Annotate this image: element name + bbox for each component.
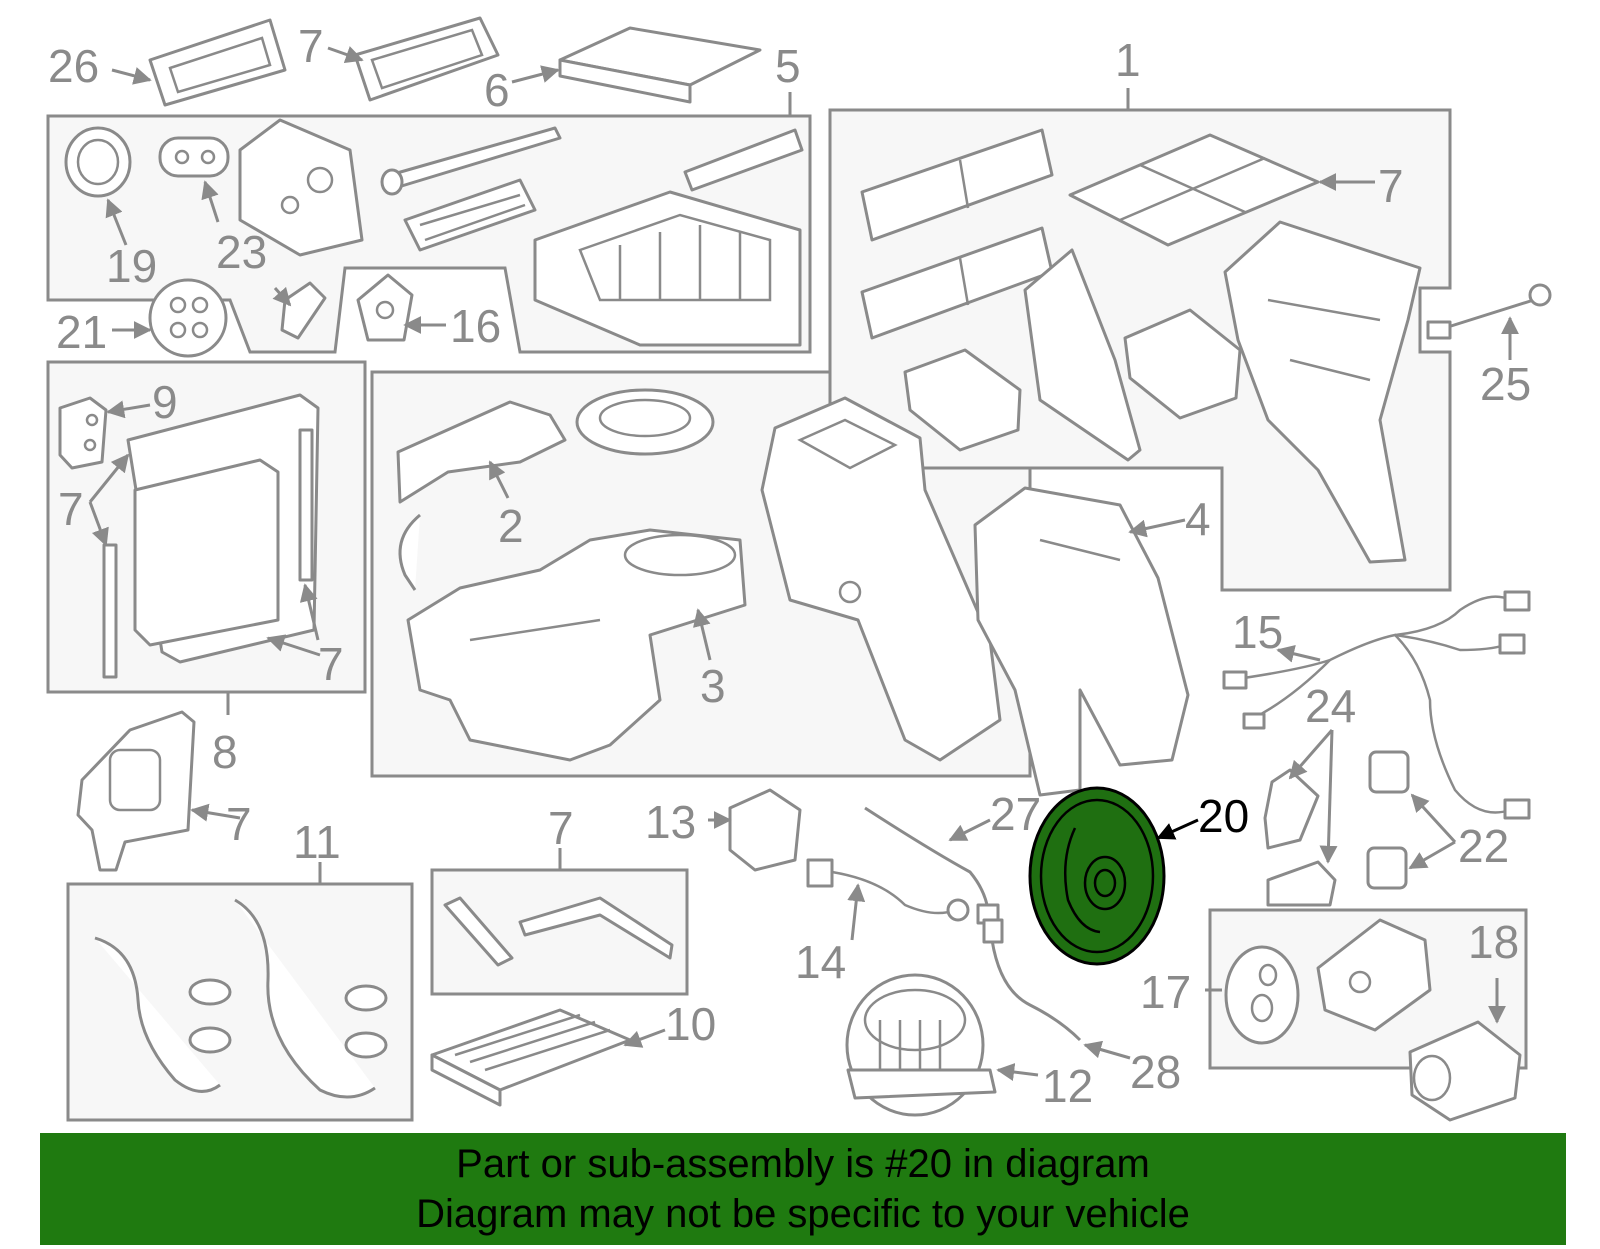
callout-11: 11 <box>293 816 341 868</box>
callout-27: 27 <box>990 788 1041 840</box>
part-5-rod <box>380 126 562 196</box>
part-12-blower-motor <box>845 973 997 1117</box>
part-9-block <box>58 396 108 470</box>
banner-line-disclaimer: Diagram may not be specific to your vehi… <box>416 1192 1190 1236</box>
part-15-harness <box>1222 590 1531 820</box>
callout-1: 1 <box>1115 34 1141 86</box>
callout-26: 26 <box>48 40 99 92</box>
part-22-gear-top <box>1368 750 1410 794</box>
part-7-grid-seal <box>1068 133 1320 247</box>
info-banner: Part or sub-assembly is #20 in diagram D… <box>40 1133 1566 1245</box>
part-11-pipe-left <box>94 936 221 1093</box>
callout-17: 17 <box>1140 966 1191 1018</box>
leader-lines <box>88 46 1519 1081</box>
callout-23: 23 <box>216 226 267 278</box>
part-20-blower-wheel-highlighted[interactable] <box>1028 786 1166 966</box>
callout-25: 25 <box>1480 358 1531 410</box>
part-11-pipe-right <box>234 898 376 1099</box>
part-1-duct-small-right <box>1123 308 1242 420</box>
part-6-filter <box>558 26 762 104</box>
callout-7-grid: 7 <box>1378 160 1404 212</box>
callout-10: 10 <box>665 998 716 1050</box>
callout-8: 8 <box>212 726 238 778</box>
part-24-lever-bottom <box>1266 860 1337 907</box>
part-2-duct <box>396 388 715 504</box>
callout-14: 14 <box>795 936 846 988</box>
part-7-seal-right <box>298 428 314 582</box>
banner-line-part: Part or sub-assembly is #20 in diagram <box>456 1142 1150 1186</box>
callout-7-right: 7 <box>318 638 344 690</box>
part-3-blower-case <box>406 528 747 762</box>
callout-7-mid: 7 <box>226 798 252 850</box>
callout-5: 5 <box>775 40 801 92</box>
callout-12: 12 <box>1042 1060 1093 1112</box>
part-11-oring-3 <box>344 984 388 1012</box>
callout-7-top: 7 <box>298 20 324 72</box>
callout-24: 24 <box>1305 680 1356 732</box>
part-10-heater-core <box>430 1008 632 1107</box>
part-5-evap-case <box>533 190 802 347</box>
part-1-divider <box>1023 248 1142 462</box>
callout-7-bottom: 7 <box>548 802 574 854</box>
callout-2: 2 <box>498 500 524 552</box>
part-1-door-top <box>860 128 1054 242</box>
part-4-case <box>973 486 1190 797</box>
callout-20-highlighted: 20 <box>1198 790 1249 842</box>
callout-4: 4 <box>1185 493 1211 545</box>
callout-16: 16 <box>450 300 501 352</box>
part-1-main-case <box>1223 220 1422 564</box>
part-21-gear <box>148 278 228 358</box>
part-16-actuator <box>356 273 414 342</box>
part-19-ring <box>64 126 132 198</box>
part-8-evaporator <box>133 458 280 647</box>
part-11-oring-4 <box>344 1031 388 1059</box>
part-17-actuator <box>1316 918 1432 1032</box>
callout-28: 28 <box>1130 1046 1181 1098</box>
part-7-mid-seal <box>76 710 196 872</box>
part-22-gear-bottom <box>1366 846 1408 890</box>
part-26-vent <box>148 18 287 107</box>
part-1-heater-case <box>760 396 1002 762</box>
callout-21: 21 <box>56 306 107 358</box>
part-17-gear <box>1224 945 1300 1045</box>
part-5-door <box>403 178 537 252</box>
callout-9: 9 <box>152 376 178 428</box>
callout-18: 18 <box>1468 916 1519 968</box>
part-11-oring-1 <box>188 978 232 1006</box>
callout-3: 3 <box>700 660 726 712</box>
callout-13: 13 <box>645 796 696 848</box>
part-23-lever <box>280 281 327 340</box>
part-23-link <box>158 136 230 178</box>
part-3-hose <box>398 513 421 591</box>
part-7-bottom-seals <box>443 896 674 967</box>
part-11-oring-2 <box>188 1026 232 1054</box>
part-13-connector <box>728 788 802 872</box>
callout-15: 15 <box>1232 606 1283 658</box>
callout-19: 19 <box>106 240 157 292</box>
part-7-top-seal <box>353 16 500 102</box>
callout-labels: 26 7 6 5 1 7 19 23 21 16 25 9 7 2 4 15 7… <box>48 20 1531 1112</box>
callout-7-left: 7 <box>58 483 84 535</box>
part-25-sensor <box>1426 283 1552 340</box>
part-7-seal-left <box>102 543 118 679</box>
part-1-duct-small-left <box>903 348 1022 452</box>
callout-6: 6 <box>484 64 510 116</box>
callout-22: 22 <box>1458 820 1509 872</box>
part-5-actuator-housing <box>238 118 364 257</box>
part-14-harness <box>806 858 970 922</box>
part-28-tube <box>982 918 1082 1042</box>
part-18-actuator <box>1408 1020 1522 1122</box>
part-24-lever-top <box>1263 768 1320 850</box>
part-5-strip <box>683 128 804 192</box>
